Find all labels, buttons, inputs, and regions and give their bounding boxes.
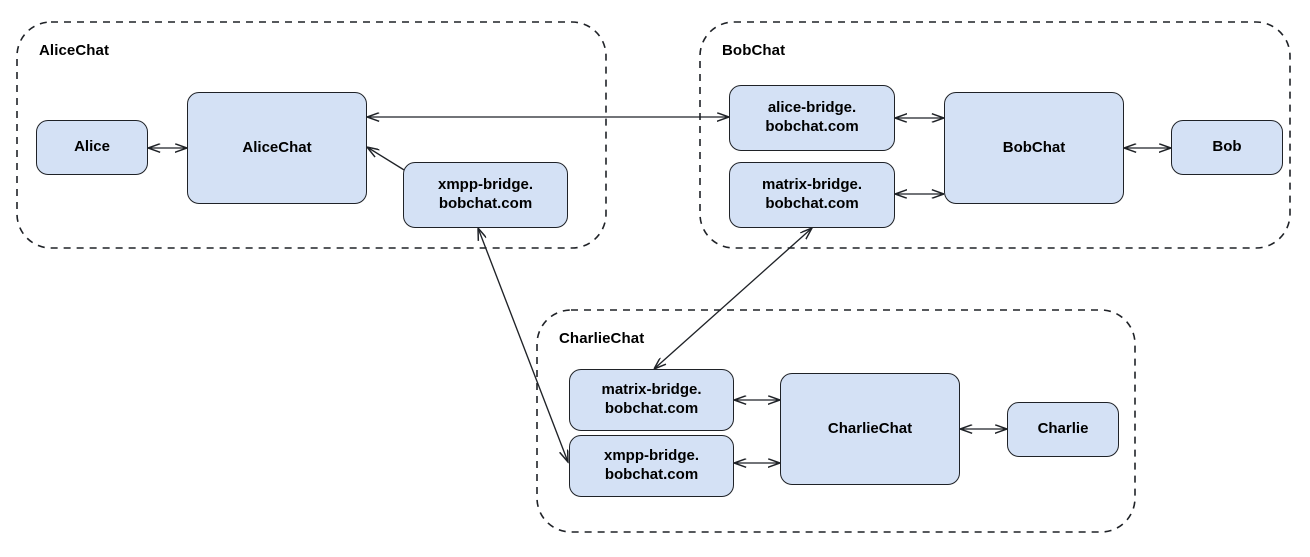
node-bob-matrix-bridge[interactable]: matrix-bridge.bobchat.com [729, 162, 895, 228]
node-charlie-xmpp-bridge[interactable]: xmpp-bridge.bobchat.com [569, 435, 734, 497]
node-label-alicechat-server: AliceChat [242, 139, 311, 158]
node-label-line2: bobchat.com [765, 118, 859, 135]
node-charlie[interactable]: Charlie [1007, 402, 1119, 457]
node-label-line1: alice-bridge. [767, 99, 857, 117]
group-label-alicechat: AliceChat [39, 42, 110, 59]
node-label-line1: xmpp-bridge. [437, 176, 533, 194]
node-label-bobchat-server: BobChat [1003, 139, 1066, 158]
node-bob-alice-bridge[interactable]: alice-bridge.bobchat.com [729, 85, 895, 151]
node-label-charlie: Charlie [1038, 420, 1089, 439]
node-label-line1: matrix-bridge. [601, 381, 702, 399]
node-label-charlie-xmpp-bridge: xmpp-bridge.bobchat.com [604, 447, 699, 485]
node-label-line1: AliceChat [242, 138, 312, 156]
node-charlie-matrix-bridge[interactable]: matrix-bridge.bobchat.com [569, 369, 734, 431]
node-label-bob: Bob [1212, 138, 1241, 157]
group-label-charliechat: CharlieChat [559, 330, 645, 347]
node-alice[interactable]: Alice [36, 120, 148, 175]
group-label-bobchat: BobChat [722, 42, 786, 59]
edge-alice-xmpp-to-charlie-xmpp [478, 228, 568, 462]
node-label-bob-matrix-bridge: matrix-bridge.bobchat.com [762, 176, 862, 214]
node-label-line1: Alice [74, 138, 110, 156]
node-label-line2: bobchat.com [604, 400, 699, 417]
node-label-line2: bobchat.com [765, 195, 859, 212]
node-bobchat-server[interactable]: BobChat [944, 92, 1124, 204]
node-label-alice: Alice [74, 138, 110, 157]
node-alicechat-server[interactable]: AliceChat [187, 92, 367, 204]
group-container-charliechat [536, 309, 1136, 533]
node-label-bob-alice-bridge: alice-bridge.bobchat.com [765, 99, 858, 137]
node-label-line2: bobchat.com [438, 195, 533, 212]
node-label-line2: bobchat.com [604, 466, 699, 483]
node-label-line1: matrix-bridge. [761, 176, 863, 194]
node-alice-xmpp-bridge[interactable]: xmpp-bridge.bobchat.com [403, 162, 568, 228]
group-container-bobchat [699, 21, 1291, 249]
node-label-line1: Bob [1212, 138, 1242, 156]
node-bob[interactable]: Bob [1171, 120, 1283, 175]
node-label-charliechat-server: CharlieChat [828, 420, 912, 439]
node-label-line1: xmpp-bridge. [603, 447, 699, 465]
node-charliechat-server[interactable]: CharlieChat [780, 373, 960, 485]
group-container-alicechat [16, 21, 607, 249]
node-label-charlie-matrix-bridge: matrix-bridge.bobchat.com [601, 381, 701, 419]
node-label-line1: BobChat [1002, 138, 1066, 156]
edge-charlie-matrix-to-bob-matrix [654, 228, 812, 369]
node-label-line1: CharlieChat [827, 419, 913, 437]
node-label-alice-xmpp-bridge: xmpp-bridge.bobchat.com [438, 176, 533, 214]
node-label-line1: Charlie [1037, 420, 1089, 438]
